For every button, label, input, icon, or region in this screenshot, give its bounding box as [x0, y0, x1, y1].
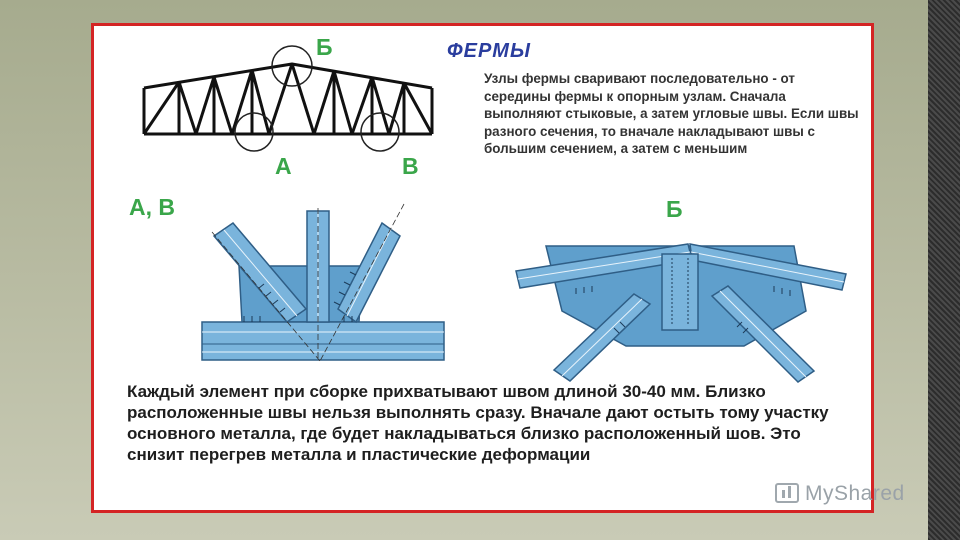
node-b-detail [515, 243, 847, 383]
truss-label-b: Б [316, 34, 333, 60]
watermark-text: MyShared [805, 482, 905, 505]
intro-paragraph: Узлы фермы сваривают последовательно - о… [484, 71, 859, 156]
slide-title: ФЕРМЫ [447, 40, 531, 62]
node-a-circle [234, 112, 274, 152]
truss-schematic [142, 62, 434, 136]
node-av-heading: А, В [129, 194, 175, 220]
watermark-logo: MyShared [775, 482, 905, 506]
node-b-heading: Б [666, 196, 683, 222]
node-v-circle [360, 112, 400, 152]
truss-label-a: А [275, 153, 292, 179]
truss-label-v: В [402, 153, 419, 179]
node-b-circle [271, 45, 313, 87]
slide-frame: ФЕРМЫ Узлы фермы сваривают последователь… [91, 23, 874, 513]
presentation-board-icon [775, 483, 799, 503]
body-paragraph: Каждый элемент при сборке прихватывают ш… [127, 382, 829, 464]
truss-illustration [142, 45, 847, 383]
node-av-detail [201, 203, 445, 362]
decorative-edge-strip [928, 0, 960, 540]
